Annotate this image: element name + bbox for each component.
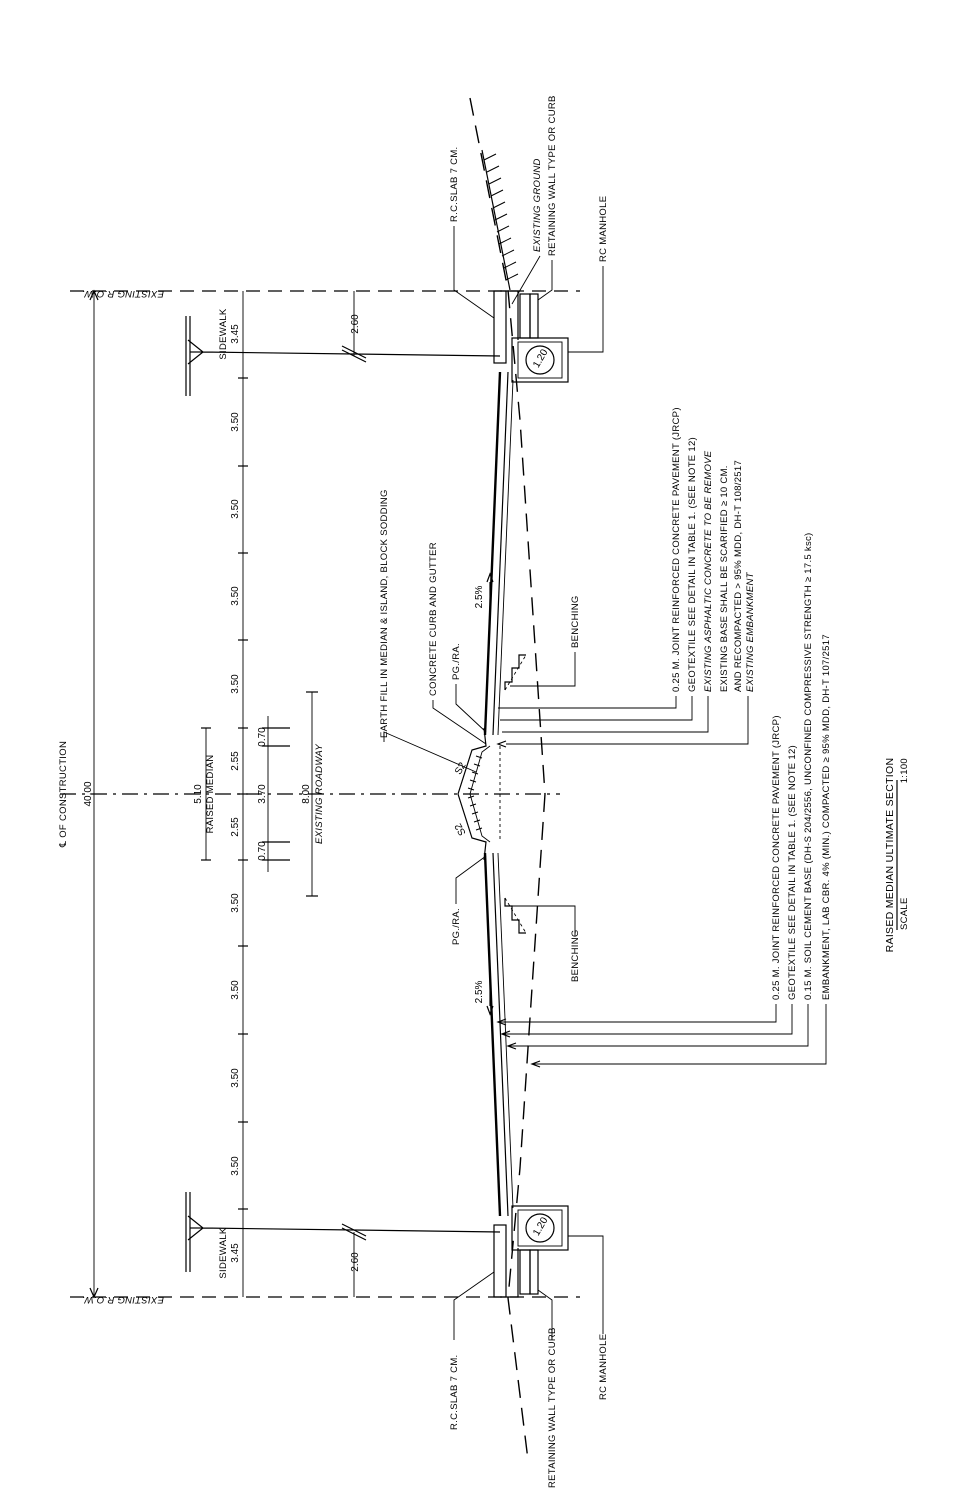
pg-ra-top-leader <box>455 684 487 733</box>
lane-bottom-1-dim: 3.50 <box>230 893 241 913</box>
pg-ra-bottom-leader <box>455 855 487 904</box>
lane-ticks <box>238 377 248 1210</box>
sidewalk-bottom-dim: 3.45 <box>230 1243 241 1263</box>
slab-offset-bottom-break <box>341 1223 367 1241</box>
new-note-2: GEOTEXTILE SEE DETAIL IN TABLE 1. (SEE N… <box>787 745 798 1000</box>
slab-offset-top-break <box>341 345 367 363</box>
median-half-bottom-dim: 2.55 <box>230 817 241 837</box>
lane-top-1-dim: 3.50 <box>230 412 241 432</box>
benching-bottom-leader <box>510 905 576 936</box>
pg-ra-top-label: PG./RA. <box>451 643 462 680</box>
centerline-label: ℄ OF CONSTRUCTION <box>58 741 69 848</box>
new-note-3: 0.15 M. SOIL CEMENT BASE (DH-S 204/2556,… <box>803 532 814 1000</box>
section-title: RAISED MEDIAN ULTIMATE SECTION <box>884 758 896 953</box>
benching-top-label: BENCHING <box>570 595 581 648</box>
rc-manhole-bottom-leader <box>568 1235 604 1334</box>
row-label-top: EXISTING R.O.W. <box>82 288 164 299</box>
cross-slope-bottom-arrow <box>486 976 494 1016</box>
new-notes-leaders <box>496 1004 827 1068</box>
cross-slope-top-arrow <box>486 572 494 612</box>
median-slope-top: S2 <box>453 760 469 776</box>
pavement-top <box>483 371 514 736</box>
existing-ground-hatch <box>481 149 519 291</box>
offset-bottom-dim: 0.70 <box>257 841 268 861</box>
median-total-dim: 5.10 <box>193 784 204 804</box>
rc-slab-bottom-label: R.C.SLAB 7 CM. <box>449 1355 460 1430</box>
lane-top-4-dim: 3.50 <box>230 674 241 694</box>
retaining-wall-bottom-label: RETAINING WALL TYPE OR CURB <box>547 1327 558 1488</box>
existing-roadway-width-dim: 8.00 <box>301 784 312 804</box>
rc-slab-top-label: R.C.SLAB 7 CM. <box>449 147 460 222</box>
slab-offset-top-dim: 2.60 <box>350 314 361 334</box>
existing-note-6: EXISTING EMBANKMENT <box>745 571 756 692</box>
existing-note-4: EXISTING BASE SHALL BE SCARIFIED ≥ 10 CM… <box>719 465 730 692</box>
rc-manhole-bottom <box>511 1205 569 1251</box>
pg-ra-bottom-label: PG./RA. <box>451 908 462 945</box>
curb-gutter-leader <box>432 700 487 745</box>
retaining-wall-bottom-leader <box>537 1289 553 1340</box>
offset-top-dim: 0.70 <box>257 727 268 747</box>
lane-bottom-3-dim: 3.50 <box>230 1068 241 1088</box>
existing-ground-line-bottom <box>507 793 546 1461</box>
light-pole-bottom <box>185 1192 501 1272</box>
center-ticks <box>262 727 290 861</box>
median-label: RAISED MEDIAN <box>205 755 216 834</box>
rc-manhole-bottom-label: RC MANHOLE <box>598 1334 609 1400</box>
retaining-wall-top <box>519 293 539 339</box>
pipe-bottom-label: 1.20 <box>531 1215 550 1238</box>
earth-fill-label: EARTH FILL IN MEDIAN & ISLAND, BLOCK SOD… <box>379 489 390 738</box>
rc-slab-top <box>493 290 519 364</box>
existing-note-5: AND RECOMPACTED > 95% MDD, DH-T 108/2517 <box>733 460 744 692</box>
center-width-dim: 3.70 <box>257 784 268 804</box>
existing-notes-leaders <box>496 696 749 748</box>
scale-value: 1:100 <box>899 758 910 783</box>
lane-bottom-4-dim: 3.50 <box>230 1156 241 1176</box>
row-label-bottom: EXISTING R.O.W. <box>82 1294 164 1305</box>
rc-slab-bottom <box>493 1224 519 1298</box>
raised-median <box>457 727 501 861</box>
existing-roadway-label: EXISTING ROADWAY <box>314 744 325 844</box>
existing-ground-leader <box>511 255 541 305</box>
rc-manhole-top-leader <box>568 266 604 353</box>
existing-note-2: GEOTEXTILE SEE DETAIL IN TABLE 1. (SEE N… <box>687 437 698 692</box>
benching-bottom-label: BENCHING <box>570 929 581 982</box>
new-note-4: EMBANKMENT, LAB CBR. 4% (MIN.) COMPACTED… <box>821 634 832 1000</box>
retaining-wall-top-label: RETAINING WALL TYPE OR CURB <box>547 95 558 256</box>
rc-manhole-top <box>511 337 569 383</box>
existing-note-3: EXISTING ASPHALTIC CONCRETE TO BE REMOVE <box>703 450 714 692</box>
sidewalk-bottom-label: SIDEWALK <box>218 1227 229 1279</box>
curb-gutter-label: CONCRETE CURB AND GUTTER <box>428 542 439 696</box>
total-width-arrows <box>89 289 99 1299</box>
median-slope-bottom: S2 <box>453 821 469 837</box>
rc-slab-top-leader <box>453 226 495 319</box>
sidewalk-top-dim: 3.45 <box>230 324 241 344</box>
cross-slope-bottom: 2.5% <box>474 980 485 1003</box>
slab-offset-bottom-dim: 2.60 <box>350 1252 361 1272</box>
median-half-top-dim: 2.55 <box>230 751 241 771</box>
new-note-1: 0.25 M. JOINT REINFORCED CONCRETE PAVEME… <box>771 715 782 1000</box>
pipe-top-label: 1.20 <box>531 347 550 370</box>
rc-manhole-top-label: RC MANHOLE <box>598 196 609 262</box>
benching-bottom <box>504 898 526 934</box>
light-pole-top <box>185 316 501 396</box>
existing-ground-line-top <box>469 97 546 795</box>
lane-bottom-2-dim: 3.50 <box>230 980 241 1000</box>
retaining-wall-bottom <box>519 1249 539 1295</box>
scale-label: SCALE <box>899 897 910 930</box>
existing-note-1: 0.25 M. JOINT REINFORCED CONCRETE PAVEME… <box>671 407 682 692</box>
rc-slab-bottom-leader <box>453 1271 495 1340</box>
benching-top <box>504 654 526 690</box>
benching-top-leader <box>510 652 576 687</box>
existing-ground-label: EXISTING GROUND <box>532 158 543 252</box>
total-width-label: 40.00 <box>83 781 94 806</box>
cross-slope-top: 2.5% <box>474 585 485 608</box>
sidewalk-top-label: SIDEWALK <box>218 308 229 360</box>
pavement-bottom <box>483 852 514 1217</box>
earth-fill-leader <box>383 731 477 773</box>
lane-top-2-dim: 3.50 <box>230 499 241 519</box>
retaining-wall-top-leader <box>537 260 553 301</box>
lane-top-3-dim: 3.50 <box>230 586 241 606</box>
